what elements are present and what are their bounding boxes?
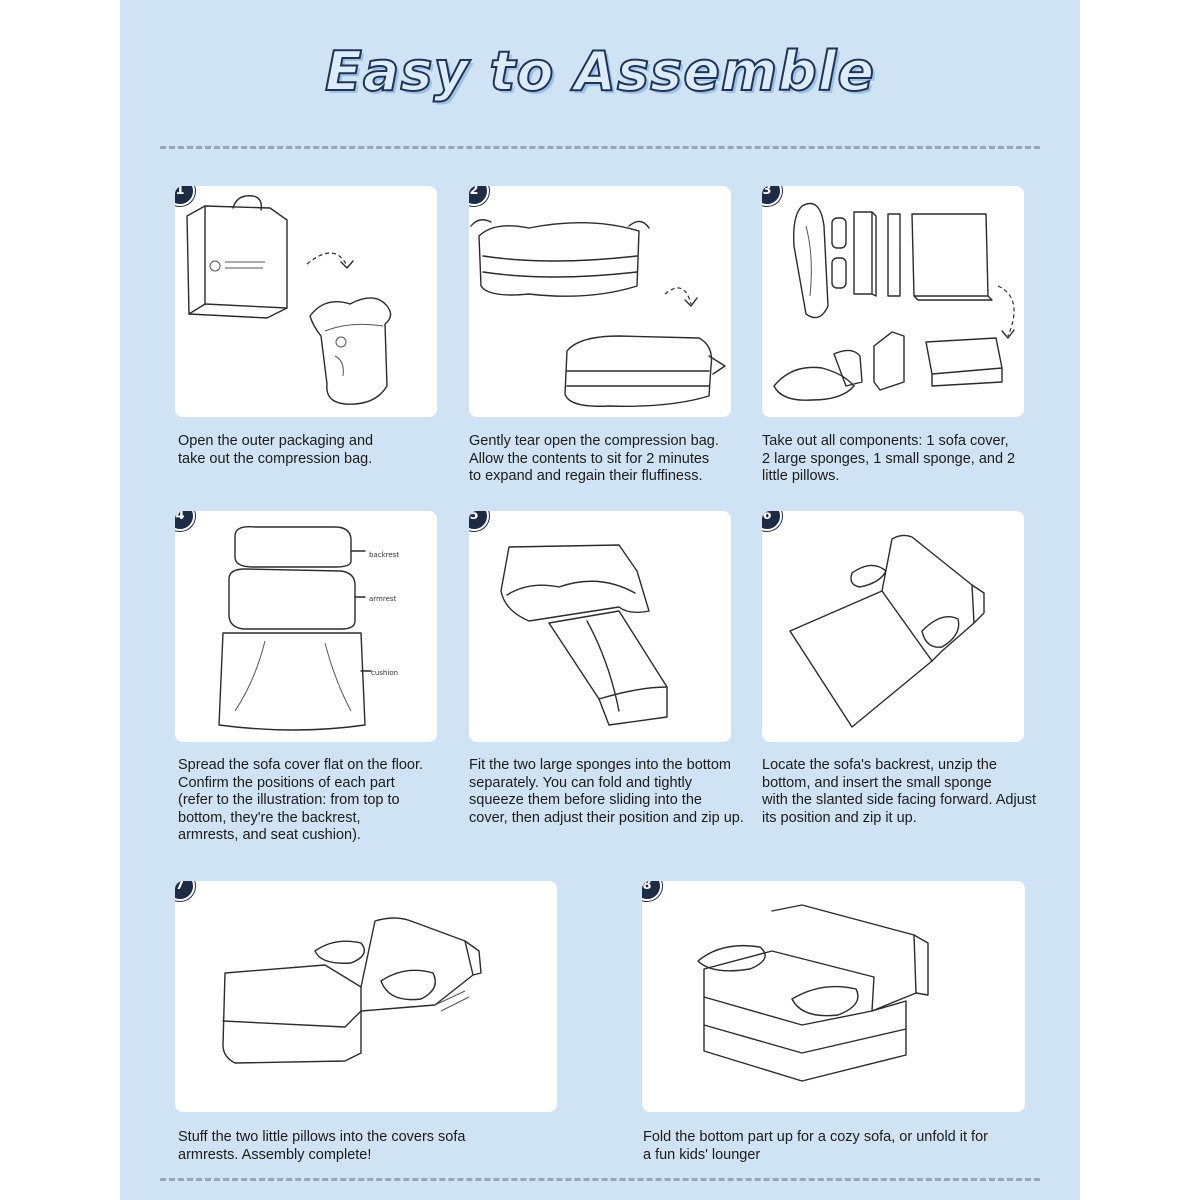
instruction-sheet: Easy to Assemble 1 Open the outer packag… xyxy=(120,0,1080,1200)
step-2-illustration: 2 xyxy=(469,186,731,417)
step-7-badge: 7 xyxy=(175,881,195,901)
step-4-caption: Spread the sofa cover flat on the floor.… xyxy=(178,757,424,843)
sponge-insert-illustration xyxy=(500,544,668,726)
expanding-foam-illustration xyxy=(470,219,726,407)
step-4-badge: 4 xyxy=(175,511,195,531)
bottom-divider xyxy=(160,1178,1040,1181)
step-5-caption: Fit the two large sponges into the botto… xyxy=(469,757,744,826)
step-7-caption: Stuff the two little pillows into the co… xyxy=(178,1129,466,1163)
backrest-label: backrest xyxy=(369,551,399,559)
step-2-badge: 2 xyxy=(469,186,489,206)
lounger-illustration xyxy=(222,917,482,1064)
step-3-illustration: 3 xyxy=(762,186,1024,417)
step-1-illustration: 1 xyxy=(175,186,437,417)
step-8-badge: 8 xyxy=(642,881,662,901)
step-6-caption: Locate the sofa's backrest, unzip the bo… xyxy=(762,757,1037,826)
page-title: Easy to Assemble xyxy=(324,39,875,104)
step-3-badge: 3 xyxy=(762,186,782,206)
step-5-illustration: 5 xyxy=(469,511,731,742)
step-5-badge: 5 xyxy=(469,511,489,531)
step-8-illustration: 8 xyxy=(642,881,1025,1112)
cushion-label: cushion xyxy=(371,669,398,677)
step-8-caption: Fold the bottom part up for a cozy sofa,… xyxy=(643,1129,988,1163)
step-3-caption: Take out all components: 1 sofa cover, 2… xyxy=(762,433,1016,484)
step-6-illustration: 6 xyxy=(762,511,1024,742)
step-1-badge: 1 xyxy=(175,186,195,206)
top-divider xyxy=(160,146,1040,149)
step-1-caption: Open the outer packaging and take out th… xyxy=(178,433,374,467)
step-7-illustration: 7 xyxy=(175,881,557,1112)
bag-illustration xyxy=(186,195,392,405)
backrest-insert-illustration xyxy=(789,534,985,728)
armrest-label: armrest xyxy=(369,595,397,603)
sofa-illustration xyxy=(697,904,929,1082)
step-2-caption: Gently tear open the compression bag. Al… xyxy=(469,433,719,484)
components-illustration xyxy=(773,202,1015,401)
sofa-cover-illustration: backrest armrest cushion xyxy=(218,526,399,731)
step-6-badge: 6 xyxy=(762,511,782,531)
step-4-illustration: backrest armrest cushion 4 xyxy=(175,511,437,742)
